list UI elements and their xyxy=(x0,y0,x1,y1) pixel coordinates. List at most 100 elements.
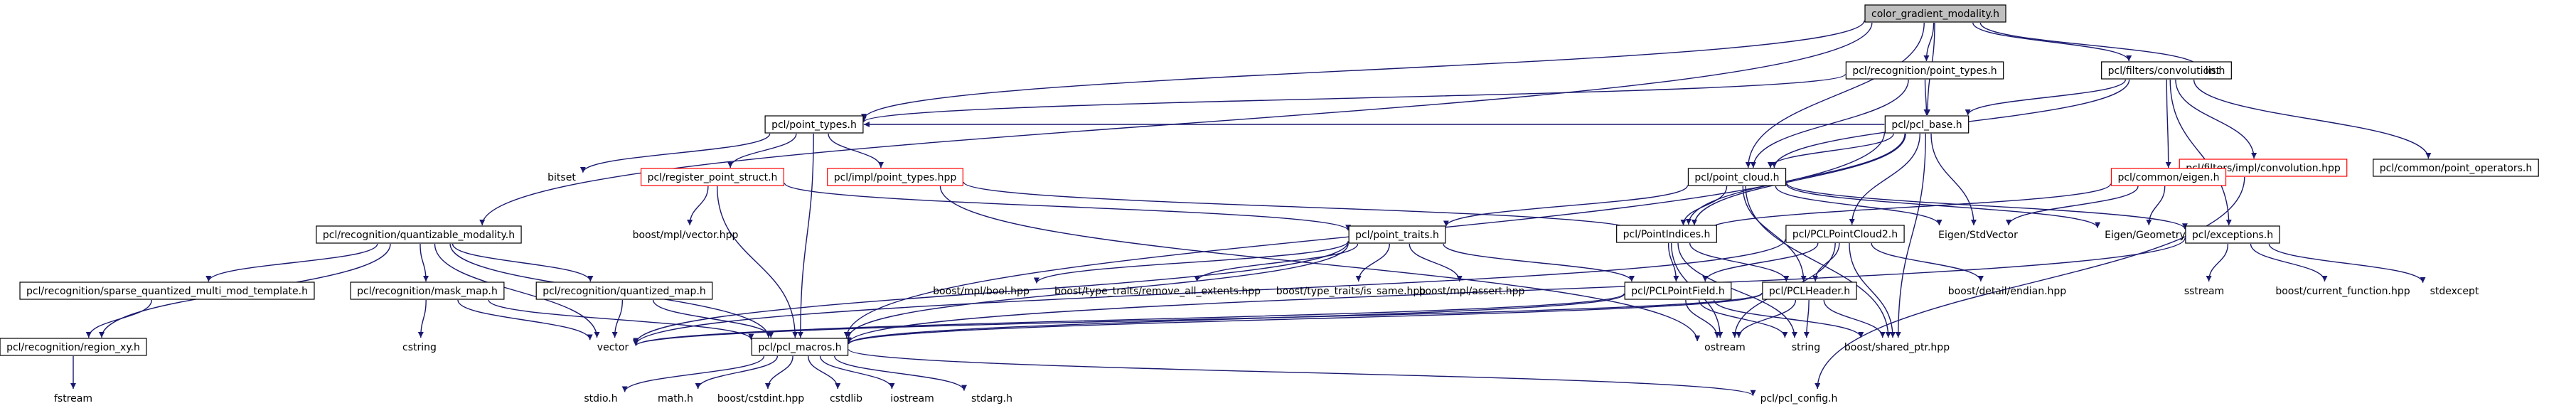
node-qmap[interactable]: pcl/recognition/quantized_map.h xyxy=(535,281,713,300)
node-label: Eigen/Geometry xyxy=(2105,230,2186,241)
node-pidx[interactable]: pcl/PointIndices.h xyxy=(1616,225,1717,243)
node-label: pcl/filters/convolution.h xyxy=(2108,65,2225,77)
node-label: pcl/PointIndices.h xyxy=(1623,229,1711,240)
edge-macros-to-mathh xyxy=(695,355,779,390)
edge-quantmod-to-qmap xyxy=(451,243,594,282)
node-label: pcl/recognition/point_types.h xyxy=(1852,65,1997,77)
edge-ptimpl-to-ecore xyxy=(963,181,1642,233)
node-box xyxy=(2101,61,2232,80)
edge-base-to-pcl2 xyxy=(1849,133,1920,225)
node-box xyxy=(1762,281,1857,300)
edge-pcl2-to-endian xyxy=(1871,242,1984,282)
edge-macros-to-stdarg xyxy=(834,355,967,391)
edge-pcl2-to-hdr xyxy=(1812,242,1840,282)
node-label: fstream xyxy=(54,393,92,404)
edge-pidx-to-string xyxy=(1677,242,1797,338)
node-box xyxy=(1624,281,1732,300)
node-label: pcl/recognition/sparse_quantized_multi_m… xyxy=(26,286,308,297)
edge-regps-to-traits xyxy=(784,182,1351,231)
edge-conv-to-exc xyxy=(2169,79,2232,226)
node-label: boost/type_traits/remove_all_extents.hpp xyxy=(1054,286,1261,297)
node-ptops[interactable]: pcl/common/point_operators.h xyxy=(2373,159,2539,177)
node-box xyxy=(1616,225,1717,243)
node-exc[interactable]: pcl/exceptions.h xyxy=(2185,225,2280,244)
node-pcl2[interactable]: pcl/PCLPointCloud2.h xyxy=(1785,225,1905,243)
node-label: boost/cstdint.hpp xyxy=(717,393,804,404)
edge-exc-to-curfn xyxy=(2250,243,2328,282)
node-pt[interactable]: pcl/point_types.h xyxy=(764,115,864,134)
node-box xyxy=(1687,168,1787,186)
node-rmext: boost/type_traits/remove_all_extents.hpp xyxy=(1054,286,1261,297)
edge-eigenh-to-egeo xyxy=(2146,186,2166,226)
edge-traits-to-macros xyxy=(845,243,1349,338)
edge-pidx-to-hdr xyxy=(1689,242,1790,282)
edge-hdr-to-vector xyxy=(633,292,1763,347)
node-ptimpl[interactable]: pcl/impl/point_types.hpp xyxy=(827,168,963,186)
node-label: boost/current_function.hpp xyxy=(2275,286,2410,297)
edge-layer xyxy=(70,20,2432,397)
node-mplassert: boost/mpl/assert.hpp xyxy=(1419,286,1525,297)
edge-maskmap-to-macros xyxy=(488,299,754,340)
node-regps[interactable]: pcl/register_point_struct.h xyxy=(640,168,785,186)
edge-base-to-shptr xyxy=(1895,133,1926,338)
edge-pt-to-ptimpl xyxy=(828,133,884,168)
edge-pc-to-traits xyxy=(1443,185,1689,227)
edge-pcl2-to-pf xyxy=(1702,242,1819,282)
node-issame: boost/type_traits/is_same.hpp xyxy=(1276,286,1426,297)
node-maskmap[interactable]: pcl/recognition/mask_map.h xyxy=(350,281,505,300)
edge-root-to-conv xyxy=(1972,22,2132,62)
node-label: boost/detail/endian.hpp xyxy=(1948,286,2067,297)
node-sstream: sstream xyxy=(2184,286,2224,297)
node-stdexcept: stdexcept xyxy=(2430,286,2479,297)
node-cstring: cstring xyxy=(402,342,437,353)
node-regxy[interactable]: pcl/recognition/region_xy.h xyxy=(0,338,147,356)
node-label: bitset xyxy=(547,172,576,183)
node-label: pcl/point_cloud.h xyxy=(1694,172,1779,183)
node-hdr[interactable]: pcl/PCLHeader.h xyxy=(1762,281,1857,300)
node-conv[interactable]: pcl/filters/convolution.h xyxy=(2101,61,2232,80)
edge-conv-to-ptops xyxy=(2193,79,2432,159)
node-spqmm[interactable]: pcl/recognition/sparse_quantized_multi_m… xyxy=(19,281,315,300)
node-fstream: fstream xyxy=(54,393,92,404)
node-root[interactable]: color_gradient_modality.h xyxy=(1864,4,2006,23)
edge-root-to-pt xyxy=(861,20,1865,120)
node-label: pcl/recognition/region_xy.h xyxy=(6,342,140,353)
node-mathh: math.h xyxy=(658,393,693,404)
node-eigenh[interactable]: pcl/common/eigen.h xyxy=(2110,168,2227,186)
node-box xyxy=(751,338,849,356)
node-label: boost/type_traits/is_same.hpp xyxy=(1276,286,1426,297)
node-label: boost/mpl/assert.hpp xyxy=(1419,286,1525,297)
edge-pt-to-bitset xyxy=(579,133,771,173)
node-quantmod[interactable]: pcl/recognition/quantizable_modality.h xyxy=(316,225,522,244)
node-base[interactable]: pcl/pcl_base.h xyxy=(1884,115,1970,134)
node-cstdlib: cstdlib xyxy=(830,393,862,404)
edge-pcl2-to-vector xyxy=(633,239,1786,345)
node-pf[interactable]: pcl/PCLPointField.h xyxy=(1624,281,1732,300)
node-curfn: boost/current_function.hpp xyxy=(2275,286,2410,297)
node-label: list xyxy=(2206,65,2220,77)
node-rpt[interactable]: pcl/recognition/point_types.h xyxy=(1845,61,2004,80)
node-convhpp[interactable]: pcl/filters/impl/convolution.hpp xyxy=(2179,159,2348,177)
node-label: pcl/point_types.h xyxy=(771,119,857,131)
node-box xyxy=(1864,4,2006,23)
node-endian: boost/detail/endian.hpp xyxy=(1948,286,2067,297)
node-label: sstream xyxy=(2184,286,2224,297)
node-mplbool: boost/mpl/bool.hpp xyxy=(933,286,1030,297)
node-config: pcl/pcl_config.h xyxy=(1760,393,1838,404)
node-box xyxy=(0,338,147,356)
node-label: pcl/common/eigen.h xyxy=(2117,172,2219,183)
edge-macros-to-stdioh xyxy=(621,355,765,392)
edge-pc-to-hdr xyxy=(1742,186,1807,282)
node-label: pcl/recognition/mask_map.h xyxy=(357,286,498,297)
node-box xyxy=(535,281,713,300)
node-pc[interactable]: pcl/point_cloud.h xyxy=(1687,168,1787,186)
node-vector: vector xyxy=(597,342,629,353)
node-label: boost/shared_ptr.hpp xyxy=(1844,342,1950,353)
node-box xyxy=(316,225,522,244)
node-traits[interactable]: pcl/point_traits.h xyxy=(1348,225,1446,244)
node-macros[interactable]: pcl/pcl_macros.h xyxy=(751,338,849,356)
node-stdarg: stdarg.h xyxy=(971,393,1012,404)
node-label: pcl/PCLPointCloud2.h xyxy=(1792,229,1898,240)
edge-quantmod-to-spqmm xyxy=(205,243,378,282)
edge-base-to-estd xyxy=(1930,133,1977,226)
